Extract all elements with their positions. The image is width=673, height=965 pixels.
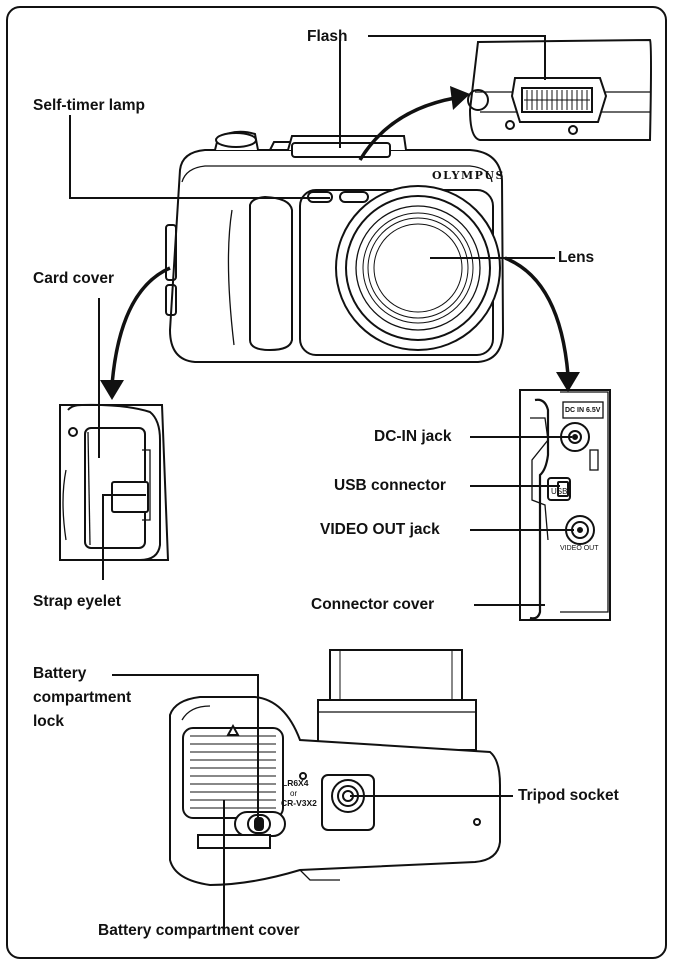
- brand-logo: OLYMPUS: [432, 169, 505, 182]
- label-tripod-socket: Tripod socket: [518, 787, 619, 804]
- label-lens: Lens: [558, 249, 595, 266]
- label-dc-in-jack: DC-IN jack: [374, 428, 452, 445]
- battery-type-marking-2: CR-V3X2: [281, 798, 317, 808]
- battery-type-marking-1: LR6X4: [282, 778, 309, 788]
- flash-inset: [467, 38, 652, 141]
- leader-lines: [69, 35, 574, 935]
- label-battery-compartment-lock-line3: lock: [33, 713, 65, 730]
- label-flash: Flash: [307, 28, 348, 45]
- label-video-out-jack: VIDEO OUT jack: [320, 521, 440, 538]
- figure-frame: [6, 6, 667, 959]
- label-usb-connector: USB connector: [334, 477, 446, 494]
- card-cover-inset: [59, 403, 170, 561]
- label-connector-cover: Connector cover: [311, 596, 435, 613]
- arrows: [110, 96, 570, 386]
- arrowheads: [100, 86, 580, 400]
- label-battery-compartment-lock-line2: compartment: [33, 689, 132, 706]
- label-card-cover: Card cover: [33, 270, 114, 287]
- dc-in-marking: DC IN 6.5V: [565, 407, 601, 414]
- label-battery-compartment-lock-line1: Battery: [33, 665, 87, 682]
- label-strap-eyelet: Strap eyelet: [33, 593, 121, 610]
- connector-inset: [519, 389, 611, 621]
- usb-marking: USB: [551, 487, 567, 496]
- video-out-marking: VIDEO OUT: [560, 545, 599, 552]
- arrow-connector-head: [556, 372, 580, 392]
- camera-bottom-view: [169, 649, 501, 887]
- arrow-flash-head: [450, 86, 470, 110]
- battery-type-marking-or: or: [290, 789, 297, 798]
- label-self-timer-lamp: Self-timer lamp: [33, 97, 145, 114]
- label-battery-compartment-cover: Battery compartment cover: [98, 922, 300, 939]
- arrow-card-cover-head: [100, 380, 124, 400]
- camera-front-view: [165, 130, 505, 363]
